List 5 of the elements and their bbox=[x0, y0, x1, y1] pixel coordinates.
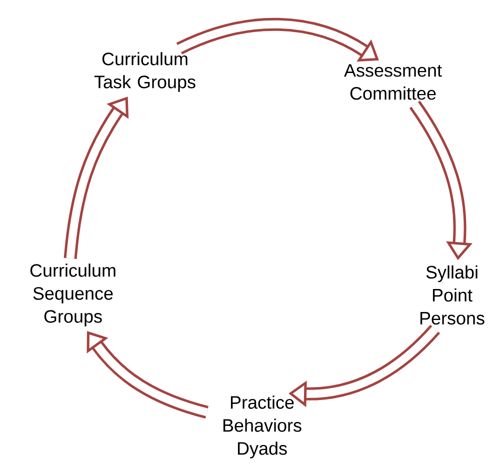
node-label: Curriculum Task Groups bbox=[94, 52, 196, 92]
node-label: Assessment Committee bbox=[344, 64, 442, 100]
node-label: Practice Behaviors Dyads bbox=[223, 396, 302, 458]
node-label: Syllabi Point Persons bbox=[420, 265, 484, 325]
node-label: Curriculum Sequence Groups bbox=[30, 264, 116, 326]
